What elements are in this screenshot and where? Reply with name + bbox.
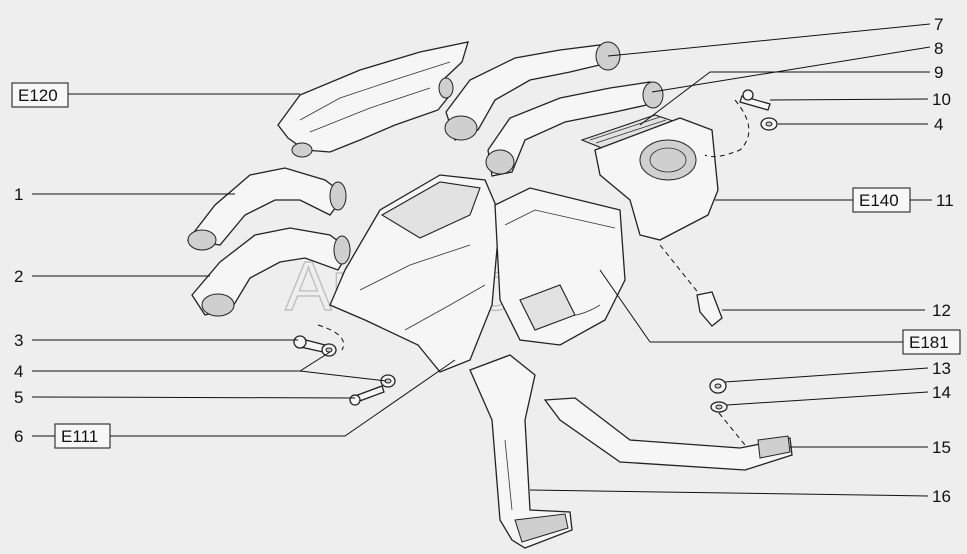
assembly-dash-14: [718, 412, 746, 446]
flexible-hose-part-1: [186, 167, 347, 251]
callout-7: 7: [934, 15, 943, 34]
leader-4-left-b: [299, 370, 387, 382]
floor-duct-part-15: [543, 397, 793, 471]
callout-2: 2: [14, 267, 23, 286]
leader-E111: [110, 359, 456, 437]
ref-box-E120: E120: [11, 82, 69, 108]
callout-15: 15: [932, 438, 951, 457]
washer-part-4-left: [321, 343, 337, 357]
leader-5: [31, 396, 356, 399]
blower-housing-part: [594, 117, 719, 241]
defroster-nozzle-part: [277, 41, 469, 158]
washer-part-4-right: [760, 117, 778, 131]
leader-14: [726, 391, 929, 406]
nut-part-13: [709, 378, 727, 394]
callout-13: 13: [932, 359, 951, 378]
leader-8: [651, 46, 931, 93]
washer-part-14: [710, 401, 728, 413]
flexible-hose-part-2: [191, 227, 351, 317]
ref-box-E140-label: E140: [859, 191, 899, 210]
leader-4-left-a: [32, 351, 331, 372]
callout-1: 1: [14, 185, 23, 204]
callout-4-left: 4: [14, 362, 23, 381]
leader-E181b: [599, 269, 651, 343]
callout-14: 14: [932, 383, 951, 402]
leader-7: [607, 23, 931, 57]
bolt-part-3: [293, 335, 326, 353]
callout-16: 16: [932, 487, 951, 506]
bracket-part-12: [696, 291, 723, 327]
callout-3: 3: [14, 331, 23, 350]
central-box-part: [494, 187, 626, 346]
screw-part-10: [739, 89, 771, 111]
callout-4-right: 4: [934, 115, 943, 134]
callout-10: 10: [932, 90, 951, 109]
floor-duct-part-16: [469, 354, 573, 549]
callout-11: 11: [936, 191, 954, 210]
callout-9: 9: [934, 63, 943, 82]
callout-5: 5: [14, 388, 23, 407]
callout-6: 6: [14, 427, 23, 446]
screw-part-5: [349, 385, 385, 406]
air-duct-part-8: [485, 81, 664, 177]
assembly-dash-10: [704, 99, 750, 158]
leader-13: [724, 367, 929, 383]
callout-12: 12: [932, 301, 951, 320]
ref-box-E181-label: E181: [909, 333, 949, 352]
ref-box-E111-label: E111: [61, 427, 98, 446]
leader-16: [529, 489, 929, 497]
assembly-dash-12: [659, 244, 701, 296]
air-duct-part-7: [444, 41, 621, 141]
ref-box-E140: E140: [852, 187, 911, 213]
ref-box-E111: E111: [54, 423, 111, 449]
callout-8: 8: [934, 39, 943, 58]
ref-box-E120-label: E120: [18, 86, 58, 105]
assembly-dash-3: [317, 324, 344, 351]
heater-box-part: [329, 174, 501, 373]
ref-box-E181: E181: [902, 329, 961, 355]
leader-9b: [639, 71, 711, 126]
leader-10: [769, 98, 929, 101]
